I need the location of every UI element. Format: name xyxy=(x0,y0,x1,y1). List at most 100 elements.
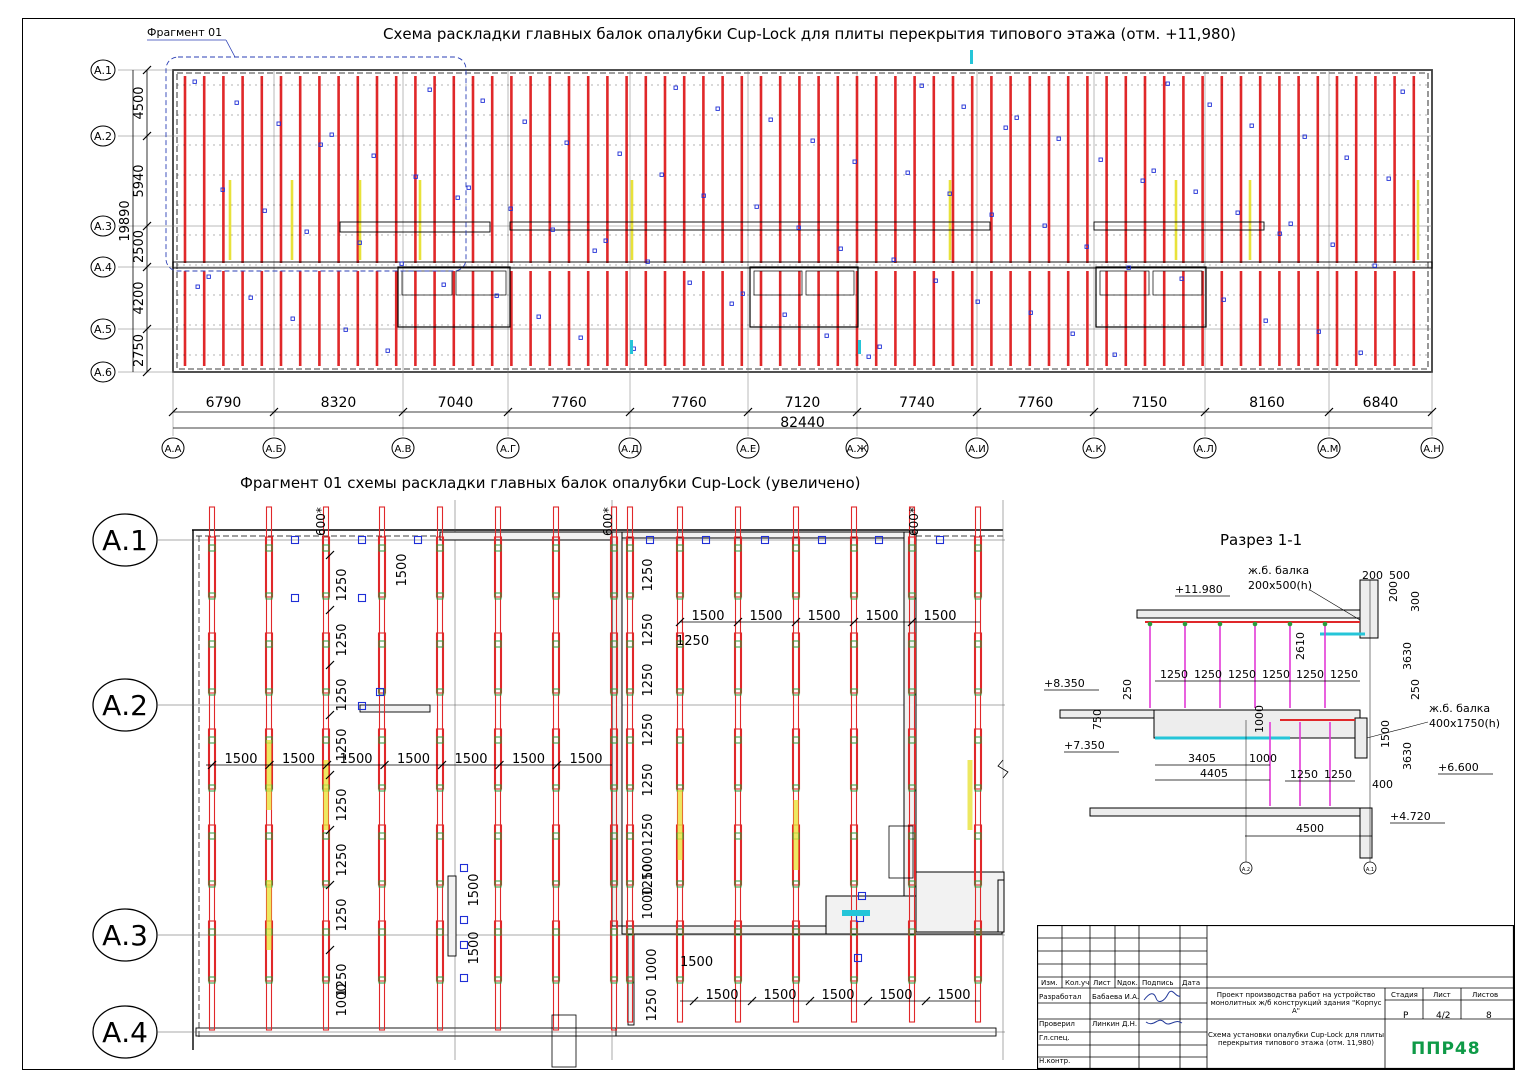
plan-blue-square xyxy=(508,206,513,211)
frag-axis-bubble xyxy=(92,513,158,567)
frag-beam-joint xyxy=(849,920,859,982)
frag-axis-label: А.3 xyxy=(102,919,148,952)
frag-prop xyxy=(850,688,858,696)
tb-name-developer: Бабаева И.А. xyxy=(1092,993,1140,1001)
frag-beam-joint xyxy=(733,920,743,982)
plan-beam xyxy=(1201,76,1204,263)
frag-prop xyxy=(265,976,273,984)
plan-col-dim-tick xyxy=(398,407,408,417)
frag-beam-joint xyxy=(493,824,503,886)
frag-beam-joint xyxy=(377,728,387,790)
frag-dim-1250: 1250 xyxy=(335,728,350,761)
tb-sheet-label: Лист xyxy=(1433,991,1451,999)
plan-beam xyxy=(1393,76,1396,263)
plan-row-axis-bubble xyxy=(90,256,116,278)
plan-blue-square xyxy=(480,98,485,103)
plan-blue-square xyxy=(659,172,664,177)
frag-dim-tick xyxy=(907,617,917,627)
frag-dim-tick xyxy=(689,996,699,1006)
frag-prop xyxy=(208,688,216,696)
frag-prop xyxy=(378,592,386,600)
frag-beam-joint xyxy=(207,824,217,886)
frag-prop xyxy=(208,544,216,552)
plan-beam xyxy=(279,76,283,263)
frag-beam-joint xyxy=(625,632,635,694)
plan-row-axis-label: А.3 xyxy=(94,220,112,233)
frag-beam xyxy=(974,506,982,1023)
plan-row-dim-tick xyxy=(142,131,152,141)
frag-blue-square xyxy=(459,940,469,950)
frag-beam-joint xyxy=(551,824,561,886)
plan-col-axis-label: А.Г xyxy=(500,444,516,455)
tb-name-checker: Линкин Д.Н. xyxy=(1092,1020,1138,1028)
sect-axis-right-bubble xyxy=(1363,861,1377,875)
plan-blue-square xyxy=(1098,157,1103,162)
frag-prop xyxy=(208,880,216,888)
plan-blue-square xyxy=(1330,242,1335,247)
frag-beam-yellow xyxy=(677,790,683,860)
plan-beam xyxy=(298,76,302,263)
plan-beam xyxy=(1162,271,1166,366)
plan-blue-square xyxy=(550,227,555,232)
plan-blue-square xyxy=(1344,155,1349,160)
frag-prop xyxy=(676,736,684,744)
frag-dim-1250: 1250 xyxy=(641,558,656,591)
tb-header-izm: Изм. xyxy=(1041,979,1058,987)
plan-col-axis-bubble xyxy=(736,437,760,459)
frag-beam xyxy=(378,506,386,1031)
frag-dim-1500: 1500 xyxy=(224,752,257,767)
main-title: Схема раскладки главных балок опалубки C… xyxy=(383,25,1236,43)
plan-blue-square xyxy=(522,119,527,124)
frag-prop xyxy=(265,640,273,648)
plan-blue-square xyxy=(701,193,706,198)
plan-beam xyxy=(433,271,436,366)
plan-core xyxy=(749,266,859,328)
plan-wall xyxy=(509,221,991,231)
plan-blue-square xyxy=(1263,318,1268,323)
frag-dim-tick xyxy=(325,660,335,670)
plan-blue-square xyxy=(1003,125,1008,130)
frag-equipment xyxy=(888,825,914,879)
frag-prop xyxy=(494,784,502,792)
frag-prop xyxy=(974,928,982,936)
frag-beam-joint xyxy=(493,728,503,790)
frag-prop xyxy=(265,592,273,600)
frag-beam-joint xyxy=(973,920,983,982)
sect-level-3: +7.350 xyxy=(1064,739,1105,752)
sect-spacing-low: 1250 xyxy=(1290,768,1318,781)
plan-beam xyxy=(183,76,187,263)
plan-beam-yellow xyxy=(948,180,952,260)
frag-prop xyxy=(436,784,444,792)
plan-col-axis-bubble xyxy=(1420,437,1444,459)
frag-dim-tick xyxy=(675,617,685,627)
frag-beam-joint xyxy=(625,728,635,790)
frag-dim-tick xyxy=(921,996,931,1006)
plan-beam xyxy=(1182,76,1185,263)
plan-blue-square xyxy=(1056,136,1061,141)
plan-beam xyxy=(1239,271,1243,366)
section-title: Разрез 1-1 xyxy=(1220,531,1303,549)
plan-beam xyxy=(394,76,398,263)
plan-beam-yellow xyxy=(358,180,362,260)
plan-row-dim-tick xyxy=(142,65,152,75)
sect-level-5: +4.720 xyxy=(1390,810,1431,823)
plan-blue-square xyxy=(852,159,857,164)
plan-drawing: А.1А.2А.3А.4А.5А.64500594025004200275019… xyxy=(90,39,1444,459)
frag-prop xyxy=(626,880,634,888)
frag-prop xyxy=(552,880,560,888)
plan-beam xyxy=(990,76,993,263)
frag-prop xyxy=(436,832,444,840)
plan-col-axis-label: А.Ж xyxy=(847,444,868,455)
frag-prop xyxy=(610,544,618,552)
frag-blue-square xyxy=(935,535,945,545)
frag-dim-tick xyxy=(791,617,801,627)
frag-beam-yellow xyxy=(967,760,973,830)
frag-dim-1500: 1500 xyxy=(937,988,970,1003)
plan-beam xyxy=(951,271,955,366)
plan-beam xyxy=(874,76,878,263)
plan-col-axis-bubble xyxy=(1082,437,1106,459)
frag-prop xyxy=(494,736,502,744)
plan-row-axis-label: А.6 xyxy=(94,366,112,379)
sect-bottom-column xyxy=(1359,807,1373,859)
